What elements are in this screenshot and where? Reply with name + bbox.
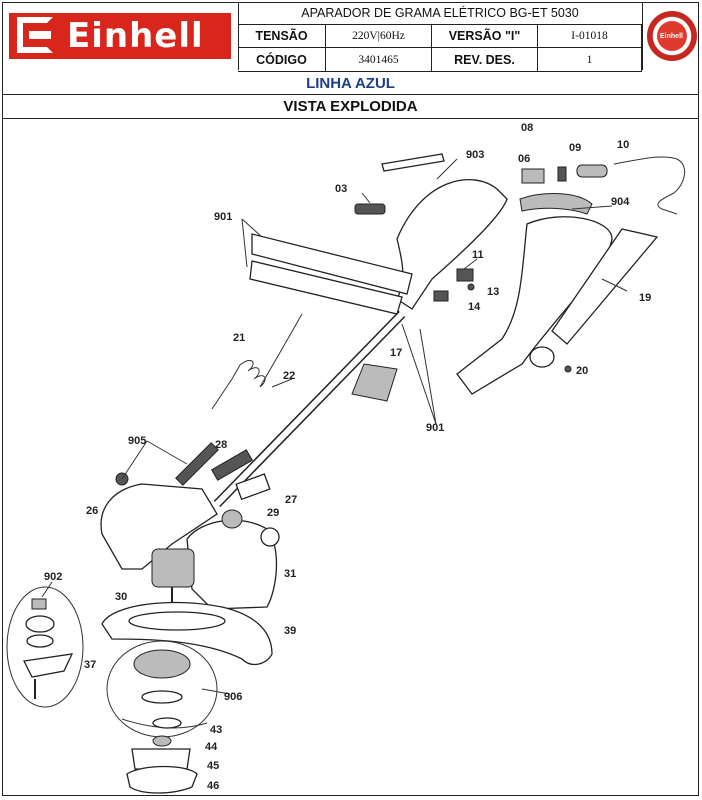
clip-14 bbox=[433, 290, 449, 302]
brand-mark-icon bbox=[17, 17, 57, 55]
strain-relief-08 bbox=[557, 166, 567, 182]
housing-left-26 bbox=[100, 483, 218, 570]
version-label: VERSÃO "I" bbox=[432, 24, 538, 48]
label-31: 31 bbox=[284, 568, 296, 580]
label-06: 06 bbox=[518, 153, 530, 165]
cable-clip-03 bbox=[354, 203, 386, 215]
bracket-27 bbox=[235, 473, 271, 501]
leader-lines bbox=[41, 158, 628, 695]
handle-grip-904 bbox=[519, 193, 593, 215]
exploded-view-diagram: 03 06 08 09 10 11 13 14 17 19 20 21 22 2… bbox=[6, 122, 686, 794]
housing-knob bbox=[260, 527, 280, 547]
label-901-bottom: 901 bbox=[426, 422, 444, 434]
screw-13 bbox=[467, 283, 475, 291]
label-19: 19 bbox=[639, 292, 651, 304]
label-39: 39 bbox=[284, 625, 296, 637]
label-20: 20 bbox=[576, 365, 588, 377]
spool-44 bbox=[152, 735, 172, 747]
label-26: 26 bbox=[86, 505, 98, 517]
label-30: 30 bbox=[115, 591, 127, 603]
label-21: 21 bbox=[233, 332, 245, 344]
code-value: 3401465 bbox=[326, 48, 432, 72]
label-29: 29 bbox=[267, 507, 279, 519]
label-903: 903 bbox=[466, 149, 484, 161]
guard-ring bbox=[128, 611, 226, 631]
grip-top bbox=[381, 153, 445, 172]
detail-902 bbox=[6, 586, 84, 708]
version-value: I-01018 bbox=[538, 24, 642, 48]
voltage-value: 220V|60Hz bbox=[326, 24, 432, 48]
label-906: 906 bbox=[224, 691, 242, 703]
brand-name: Einhell bbox=[67, 16, 204, 56]
spool-cap-46 bbox=[126, 765, 198, 794]
cap-20 bbox=[529, 346, 555, 368]
label-46: 46 bbox=[207, 780, 219, 792]
label-44: 44 bbox=[205, 741, 218, 753]
switch-06 bbox=[521, 168, 545, 184]
cover-905 bbox=[175, 442, 219, 486]
brand-logo: Einhell bbox=[2, 2, 239, 70]
shaft-tube-22 bbox=[213, 310, 406, 508]
side-handle-901 bbox=[251, 233, 413, 295]
header: Einhell APARADOR DE GRAMA ELÉTRICO BG-ET… bbox=[2, 2, 699, 72]
clip-11 bbox=[456, 268, 474, 282]
power-cord-10 bbox=[613, 156, 686, 215]
label-902: 902 bbox=[44, 571, 62, 583]
detail-906 bbox=[106, 640, 218, 738]
side-handle-901b bbox=[249, 260, 403, 315]
label-10: 10 bbox=[617, 139, 629, 151]
label-28: 28 bbox=[215, 439, 227, 451]
knob-29 bbox=[221, 509, 243, 529]
code-label: CÓDIGO bbox=[238, 48, 326, 72]
bar-19 bbox=[551, 228, 659, 345]
label-43: 43 bbox=[210, 724, 222, 736]
spool-ring-43 bbox=[152, 717, 182, 729]
label-45: 45 bbox=[207, 760, 219, 772]
voltage-label: TENSÃO bbox=[238, 24, 326, 48]
label-14: 14 bbox=[468, 301, 481, 313]
view-title: VISTA EXPLODIDA bbox=[2, 95, 699, 119]
label-904: 904 bbox=[611, 196, 630, 208]
spring-21 bbox=[211, 313, 303, 410]
revision-label: REV. DES. bbox=[432, 48, 538, 72]
switch-cover-17 bbox=[351, 363, 398, 402]
label-27: 27 bbox=[285, 494, 297, 506]
switch-28 bbox=[210, 449, 254, 481]
label-905: 905 bbox=[128, 435, 146, 447]
product-line: LINHA AZUL bbox=[2, 72, 699, 95]
document-title: APARADOR DE GRAMA ELÉTRICO BG-ET 5030 bbox=[238, 2, 642, 25]
quality-seal: Einhell bbox=[642, 2, 700, 70]
label-901-top: 901 bbox=[214, 211, 232, 223]
label-17: 17 bbox=[390, 347, 402, 359]
label-22: 22 bbox=[283, 370, 295, 382]
label-13: 13 bbox=[487, 286, 499, 298]
cable-sleeve-09 bbox=[576, 164, 608, 178]
motor-30 bbox=[151, 548, 195, 588]
label-37: 37 bbox=[84, 659, 96, 671]
label-08: 08 bbox=[521, 122, 533, 134]
aux-handle-904 bbox=[456, 216, 613, 395]
seal-icon: Einhell bbox=[646, 11, 697, 61]
label-11: 11 bbox=[472, 249, 484, 261]
label-03: 03 bbox=[335, 183, 347, 195]
revision-value: 1 bbox=[538, 48, 642, 72]
label-09: 09 bbox=[569, 142, 581, 154]
screw-20 bbox=[564, 365, 572, 373]
